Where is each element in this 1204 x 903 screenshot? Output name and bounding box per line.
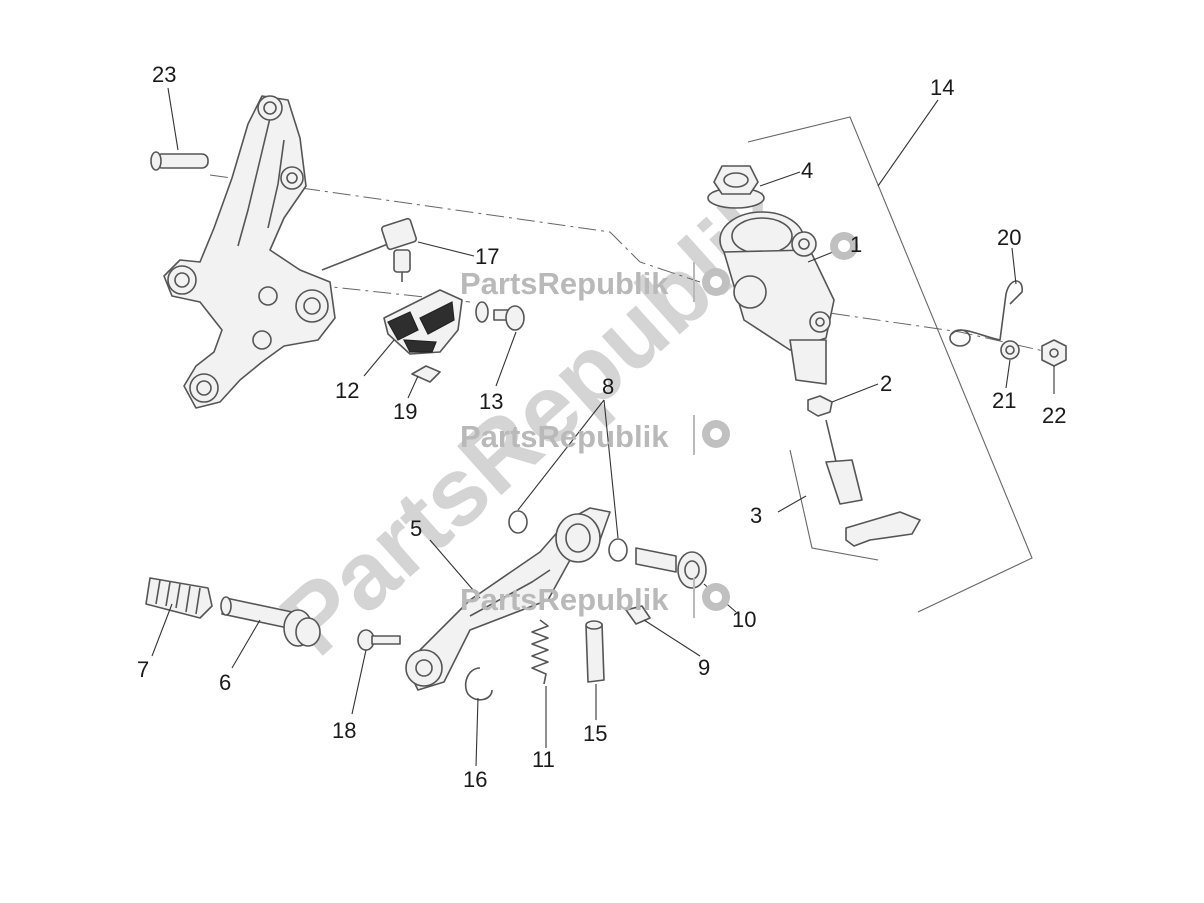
callout-3: 3 [750, 503, 762, 528]
master-cylinder-group-frame [747, 116, 1033, 613]
callout-17: 17 [475, 244, 499, 269]
spring-part-11 [531, 619, 549, 685]
callout-12: 12 [335, 378, 359, 403]
callout-16: 16 [463, 767, 487, 792]
spring-clip-part-20 [949, 280, 1023, 347]
o-ring-part-8 [508, 510, 628, 562]
callout-9: 9 [698, 655, 710, 680]
callout-13: 13 [479, 389, 503, 414]
pin-part-23 [150, 151, 209, 171]
callout-7: 7 [137, 657, 149, 682]
push-rod-part-3 [789, 419, 921, 561]
watermark-banner-3: PartsRepublik [460, 578, 730, 618]
callout-23: 23 [152, 62, 176, 87]
watermark-gear-cluster [830, 232, 858, 260]
circlip-part-16 [464, 667, 493, 701]
brake-lever-part-5 [405, 507, 611, 691]
master-cylinder-part-1 [719, 211, 835, 385]
callout-14: 14 [930, 75, 954, 100]
footrest-bracket [163, 95, 336, 409]
callout-4: 4 [801, 158, 813, 183]
screw-part-13 [475, 301, 525, 331]
reservoir-cap-part-4 [707, 165, 765, 209]
callout-5: 5 [410, 516, 422, 541]
svg-text:PartsRepublik: PartsRepublik [460, 419, 669, 454]
callout-10: 10 [732, 607, 756, 632]
rubber-grip-part-7 [145, 577, 213, 619]
watermark-banner-1: PartsRepublik [460, 262, 730, 302]
switch-housing-part-12 [383, 289, 463, 355]
pin-part-15 [585, 620, 605, 683]
callout-11: 11 [532, 747, 555, 772]
watermark-banner-2: PartsRepublik [460, 415, 730, 455]
pivot-bolt-part-10 [635, 547, 707, 589]
callout-6: 6 [219, 670, 231, 695]
callout-20: 20 [997, 225, 1021, 250]
callout-numbers: 23 14 4 1 20 17 12 19 13 2 21 22 8 3 5 1… [137, 62, 1066, 792]
callout-21: 21 [992, 388, 1016, 413]
callout-8: 8 [602, 374, 614, 399]
callout-18: 18 [332, 718, 356, 743]
block-part-9 [625, 605, 651, 625]
callout-1: 1 [850, 232, 862, 257]
footpeg-shaft-part-6 [220, 596, 321, 647]
callout-2: 2 [880, 371, 892, 396]
svg-text:PartsRepublik: PartsRepublik [460, 582, 669, 617]
plate-part-19 [411, 365, 441, 383]
sensor-part-17 [321, 217, 417, 282]
nut-part-22 [1041, 339, 1067, 367]
leader-lines [151, 87, 1055, 767]
nut-part-2 [807, 395, 833, 417]
callout-22: 22 [1042, 403, 1066, 428]
svg-text:PartsRepublik: PartsRepublik [460, 266, 669, 301]
callout-15: 15 [583, 721, 607, 746]
washer-part-21 [1000, 340, 1020, 360]
callout-19: 19 [393, 399, 417, 424]
